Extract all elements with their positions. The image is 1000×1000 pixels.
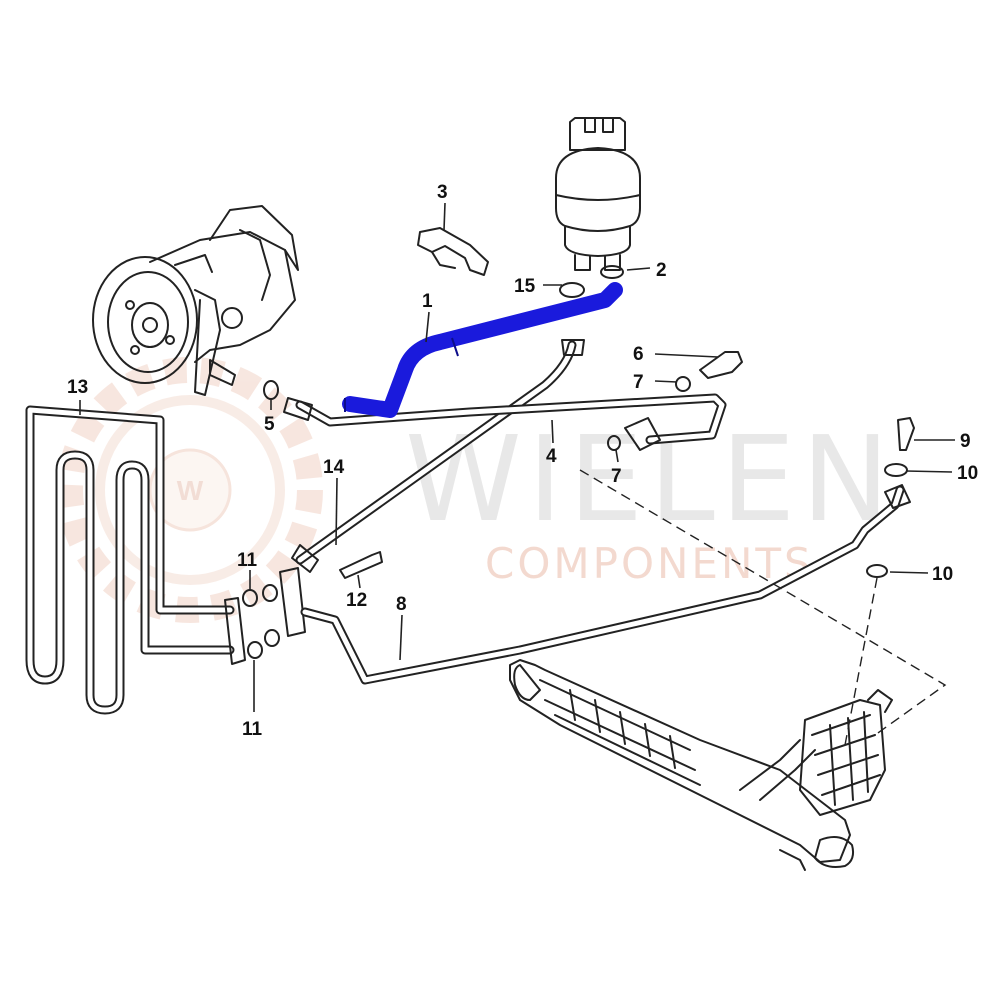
callout-11-upper: 11 — [237, 550, 258, 571]
hose-clamp-3 — [417, 227, 489, 276]
pressure-line-4 — [283, 393, 727, 451]
callout-3: 3 — [437, 182, 448, 203]
callout-7-lower: 7 — [611, 466, 622, 487]
dashed-reference — [579, 469, 947, 746]
return-hose-14 — [291, 339, 585, 573]
callout-7-upper: 7 — [633, 372, 644, 393]
watermark-sub: COMPONENTS — [485, 539, 814, 588]
callout-1: 1 — [422, 291, 433, 312]
cooler-loop-13 — [25, 405, 235, 715]
callout-11-lower: 11 — [242, 719, 263, 740]
callout-4: 4 — [546, 446, 557, 467]
callout-10-lower: 10 — [932, 564, 953, 585]
callout-5: 5 — [264, 414, 275, 435]
callout-13: 13 — [67, 377, 88, 398]
watermark-brand: WIELEN — [405, 410, 896, 548]
callout-12: 12 — [346, 590, 367, 611]
pressure-line-8 — [300, 484, 911, 685]
callout-8: 8 — [396, 594, 407, 615]
callout-9: 9 — [960, 431, 971, 452]
fluid-reservoir — [555, 117, 641, 271]
callout-6: 6 — [633, 344, 644, 365]
callout-14: 14 — [323, 457, 345, 478]
watermark-gear-logo: W — [57, 357, 323, 623]
power-steering-pump — [92, 205, 299, 396]
callout-2: 2 — [656, 260, 667, 281]
callout-15: 15 — [514, 276, 536, 297]
line-connector-block — [224, 567, 306, 665]
suction-hose-1-highlighted — [342, 282, 623, 418]
steering-rack — [509, 659, 893, 871]
callouts: 1 2 3 4 5 6 7 7 8 9 10 10 11 11 12 13 14… — [67, 182, 978, 740]
leader-lines — [79, 202, 955, 712]
callout-10-upper: 10 — [957, 463, 978, 484]
watermark-logo-letter: W — [177, 475, 204, 506]
watermark: W WIELEN COMPONENTS — [57, 357, 896, 623]
